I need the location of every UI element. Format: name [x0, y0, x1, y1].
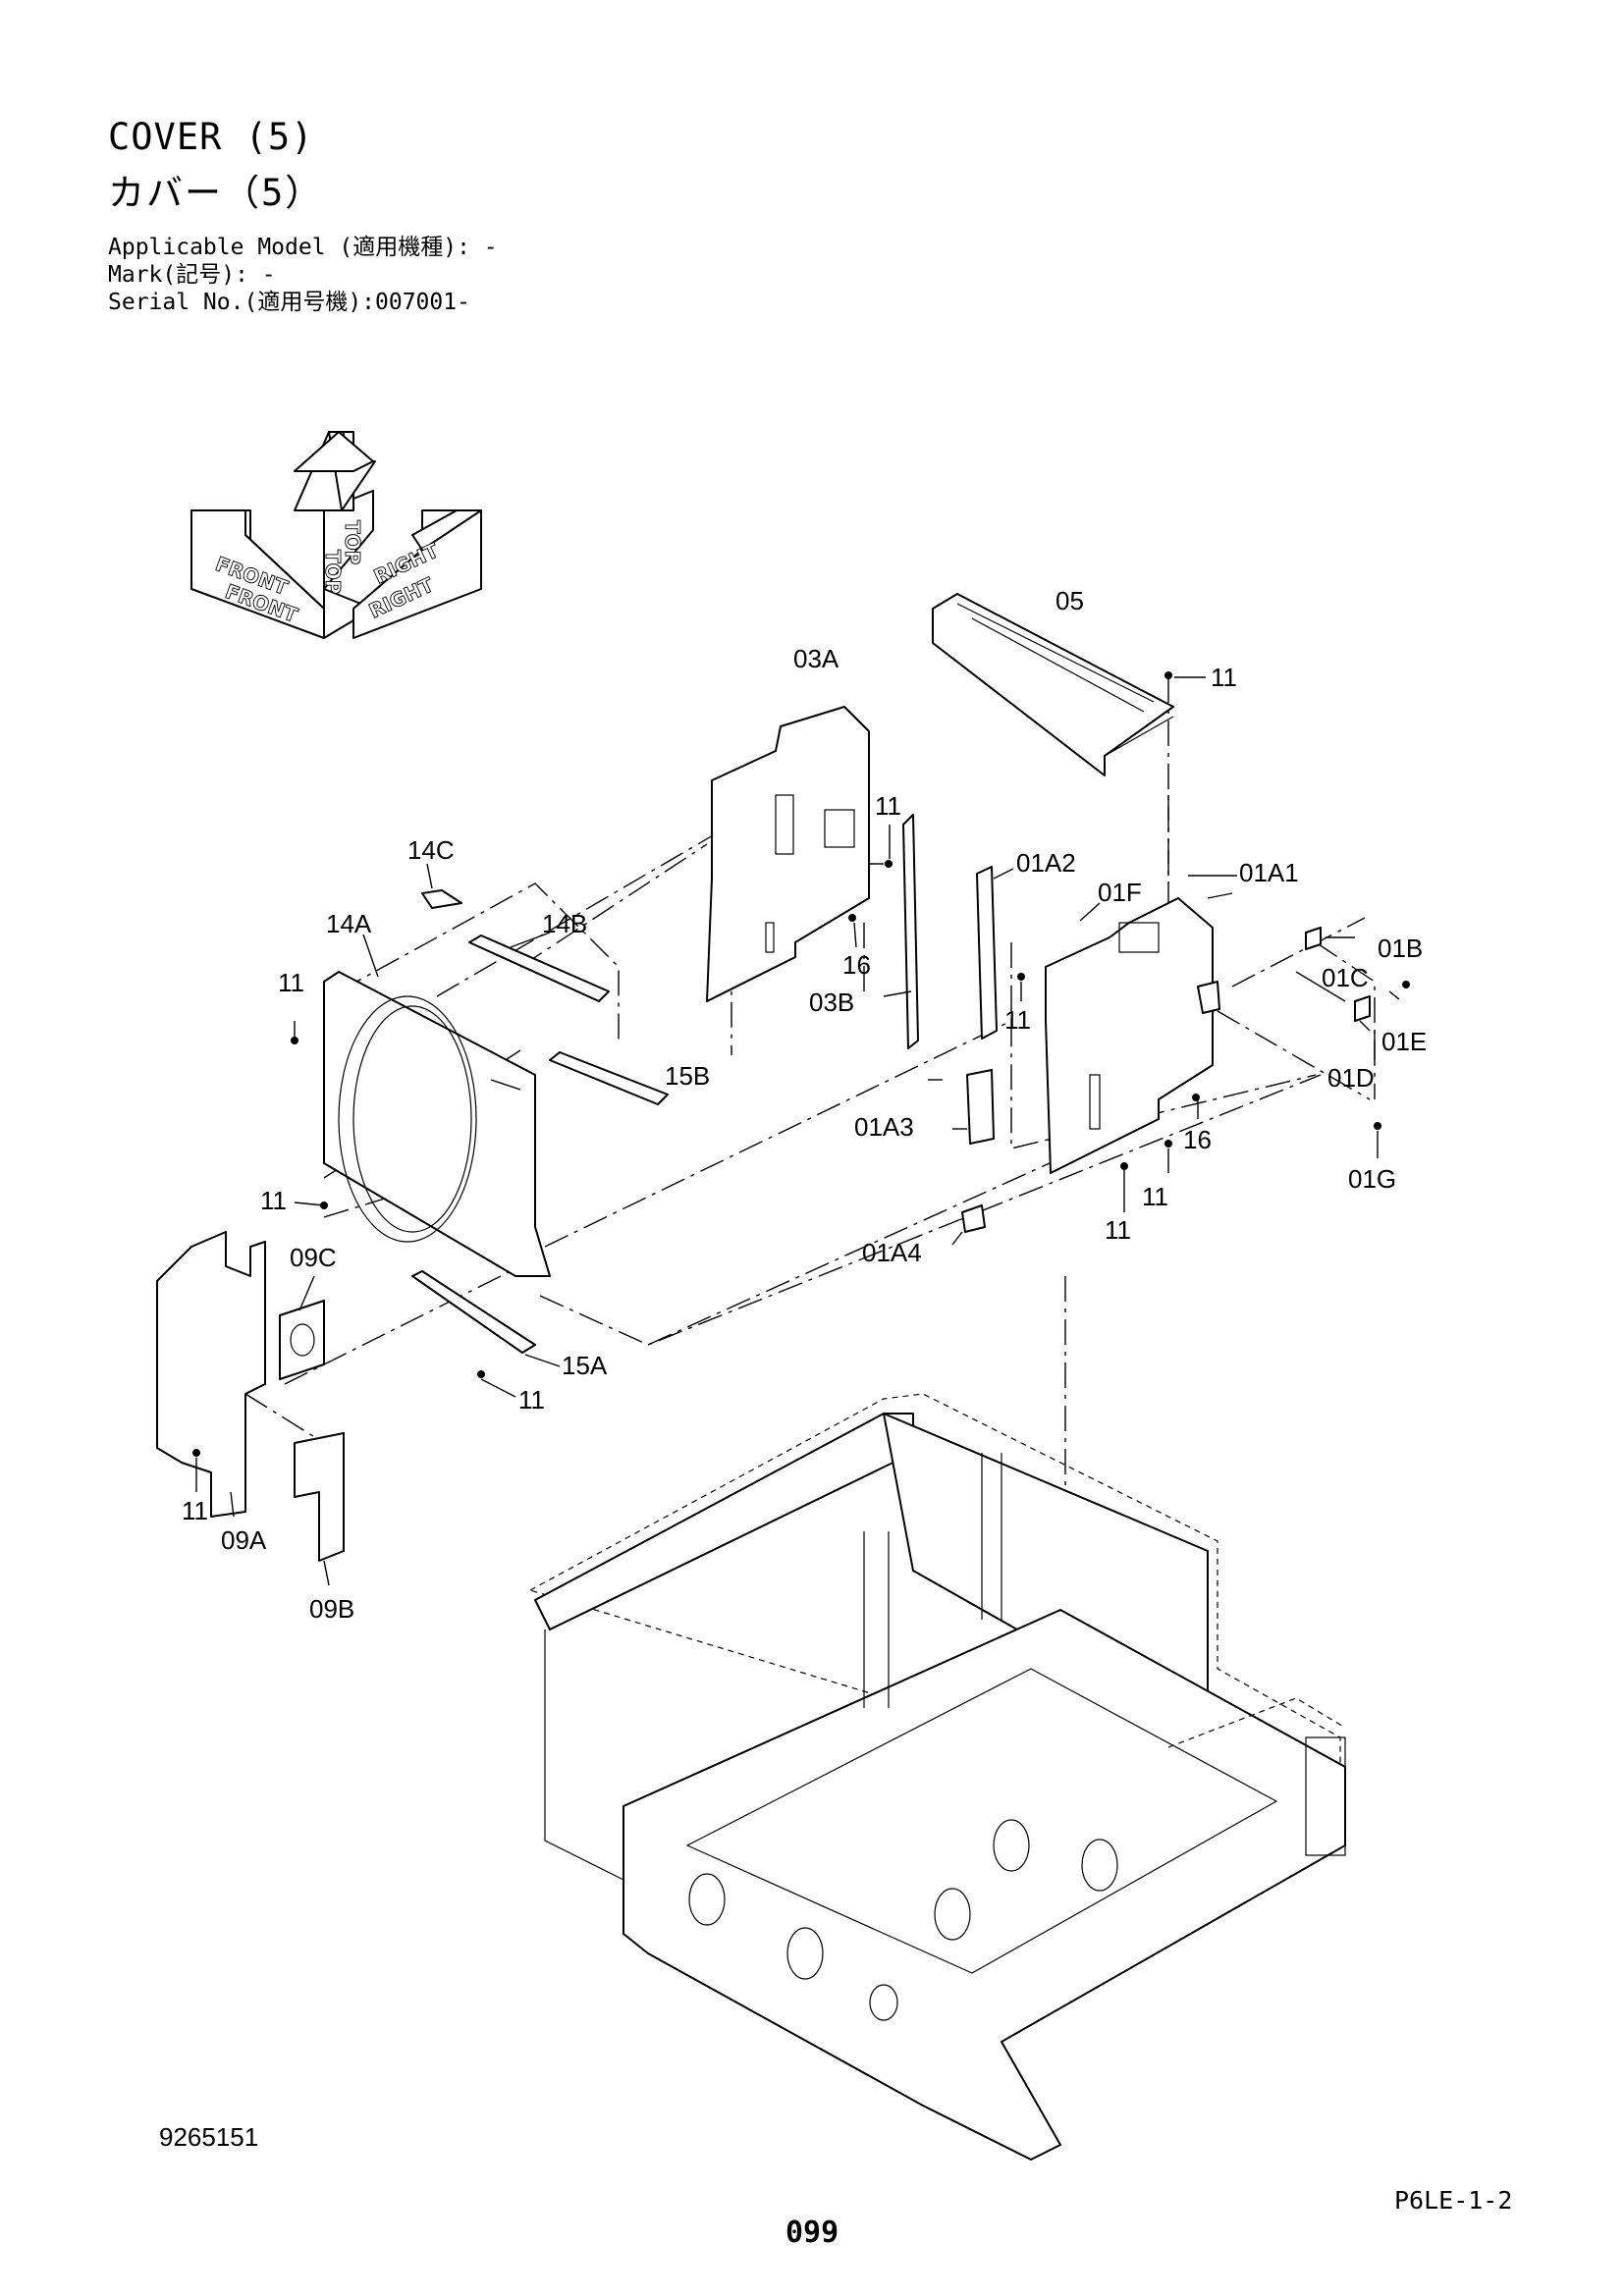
callout-11-14a-top: 11 — [278, 968, 304, 997]
part-14a-fan-shroud — [291, 971, 551, 1277]
drawing-reference-number: 9265151 — [159, 2122, 259, 2152]
title-english: COVER (5) — [108, 116, 314, 158]
callout-01g: 01G — [1348, 1164, 1396, 1194]
callout-11-01a-left: 11 — [1105, 1215, 1131, 1245]
callout-11-rail: 11 — [1211, 663, 1237, 692]
callout-09c: 09C — [290, 1243, 337, 1272]
callout-01a2: 01A2 — [1016, 848, 1076, 878]
callout-15b: 15B — [665, 1061, 710, 1091]
callout-14b: 14B — [542, 909, 587, 938]
callout-01d: 01D — [1327, 1063, 1375, 1093]
part-05-top-rail — [932, 593, 1174, 776]
callout-11-03a: 11 — [875, 791, 901, 821]
callout-labels: 05 11 03A 11 01A2 01A1 01F 14C 14A 14B 0… — [182, 586, 1427, 1624]
callout-11-15a: 11 — [518, 1385, 545, 1415]
callout-15a: 15A — [562, 1351, 608, 1380]
main-frame — [528, 1393, 1346, 2161]
callout-11-01a2: 11 — [1004, 1005, 1031, 1035]
callout-01c: 01C — [1322, 963, 1369, 992]
callout-01a4: 01A4 — [862, 1238, 922, 1267]
callout-01e: 01E — [1381, 1027, 1427, 1056]
callout-14c: 14C — [407, 835, 455, 865]
serial-number: Serial No.(適用号機):007001- — [108, 290, 470, 315]
part-03a-panel — [706, 706, 893, 1002]
page-code: P6LE-1-2 — [1394, 2186, 1513, 2215]
part-09-covers — [156, 1231, 345, 1562]
callout-16-03a: 16 — [842, 950, 871, 980]
callout-01a3: 01A3 — [854, 1112, 914, 1142]
callout-03a: 03A — [793, 644, 839, 673]
title-japanese: カバー（5） — [108, 172, 324, 214]
callout-01f: 01F — [1098, 878, 1142, 907]
callout-09b: 09B — [309, 1594, 354, 1624]
callout-11-09a: 11 — [182, 1496, 208, 1525]
callout-11-14a-bottom: 11 — [260, 1186, 287, 1215]
callout-01b: 01B — [1378, 934, 1423, 963]
callout-09a: 09A — [221, 1525, 267, 1555]
orient-top-label-upper: TOP — [341, 520, 364, 564]
part-01a-assembly — [961, 866, 1220, 1233]
orientation-indicator: FRONT FRONT RIGHT RIGHT TOP TOP — [190, 431, 482, 639]
callout-01a1: 01A1 — [1239, 858, 1299, 887]
part-14b-14c-15a-15b-seals — [411, 889, 669, 1378]
orient-top-label: TOP — [321, 550, 345, 594]
callout-03b: 03B — [809, 988, 854, 1017]
part-03b-strip — [902, 814, 919, 1049]
callout-05: 05 — [1056, 586, 1084, 615]
part-01b-01e-brackets — [1305, 927, 1410, 1130]
applicable-model: Applicable Model (適用機種): - — [108, 235, 498, 260]
callout-11-01a-right: 11 — [1142, 1182, 1168, 1211]
mark-line: Mark(記号): - — [108, 262, 276, 288]
callout-14a: 14A — [326, 909, 372, 938]
callout-16-01a: 16 — [1183, 1125, 1212, 1154]
page-number: 099 — [785, 2216, 839, 2250]
leader-lines — [195, 676, 1400, 1586]
